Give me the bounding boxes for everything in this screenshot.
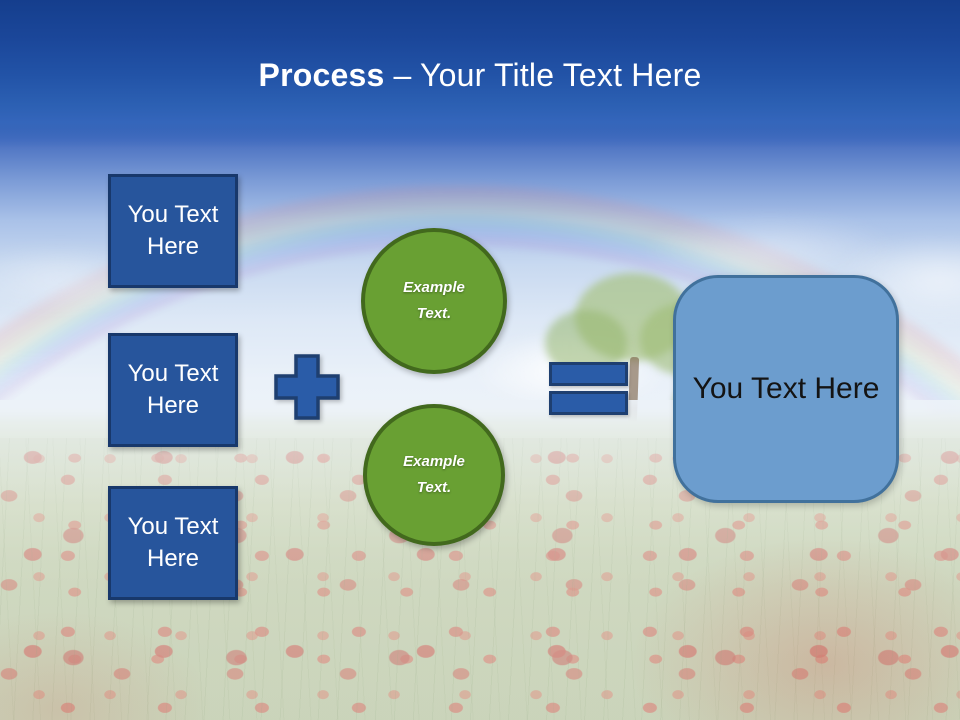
input-label: You Text Here xyxy=(127,513,219,572)
title-keyword: Process xyxy=(258,57,385,93)
equals-bar xyxy=(549,362,628,386)
result-label: You Text Here xyxy=(692,372,880,405)
equals-icon xyxy=(549,362,628,420)
slide-title: Process– Your Title Text Here xyxy=(259,0,702,95)
result-box: You Text Here xyxy=(673,275,899,503)
input-box-3: You Text Here xyxy=(108,486,238,600)
plus-icon xyxy=(274,354,340,420)
step-circle-1: Example Text. xyxy=(361,228,507,374)
step-circle-2: Example Text. xyxy=(363,404,505,546)
input-label: You Text Here xyxy=(127,360,219,419)
step-label: Example Text. xyxy=(403,453,465,496)
input-label: You Text Here xyxy=(127,201,219,260)
title-band: Process– Your Title Text Here xyxy=(0,0,960,148)
equals-bar xyxy=(549,391,628,415)
input-box-2: You Text Here xyxy=(108,333,238,447)
step-label: Example Text. xyxy=(403,279,465,322)
title-subtitle: – Your Title Text Here xyxy=(393,57,702,93)
input-box-1: You Text Here xyxy=(108,174,238,288)
